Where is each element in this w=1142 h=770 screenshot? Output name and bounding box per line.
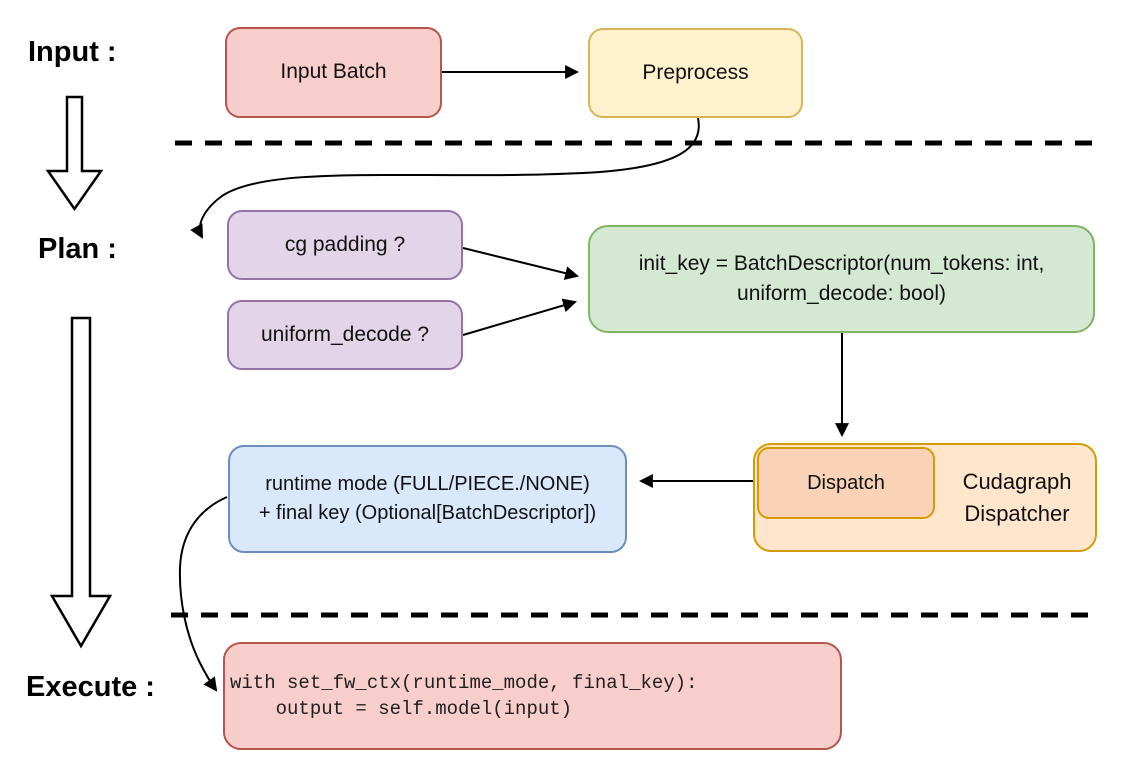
arrow-uniformdecode-to-initkey xyxy=(462,298,578,336)
execute-code-line1: with set_fw_ctx(runtime_mode, final_key)… xyxy=(230,672,698,694)
cudagraph-dispatcher-line2: Dispatcher xyxy=(964,500,1070,526)
execute-code-node: with set_fw_ctx(runtime_mode, final_key)… xyxy=(223,642,842,750)
cg-padding-node: cg padding ? xyxy=(227,210,463,280)
uniform-decode-node: uniform_decode ? xyxy=(227,300,463,370)
input-batch-node: Input Batch xyxy=(225,27,442,118)
curve-preprocess-to-cgpadding xyxy=(190,117,700,239)
runtime-mode-line1: runtime mode (FULL/PIECE./NONE) xyxy=(265,473,590,495)
init-key-line2: uniform_decode: bool) xyxy=(737,282,946,305)
runtime-mode-node: runtime mode (FULL/PIECE./NONE) + final … xyxy=(228,445,627,553)
cudagraph-dispatcher-label: Cudagraph Dispatcher xyxy=(937,445,1097,550)
dispatch-label: Dispatch xyxy=(807,471,885,494)
dispatch-node: Dispatch xyxy=(757,447,935,519)
input-batch-label: Input Batch xyxy=(280,60,387,84)
uniform-decode-label: uniform_decode ? xyxy=(260,322,430,346)
hollow-arrow-input-to-plan-icon xyxy=(45,95,104,212)
preprocess-node: Preprocess xyxy=(588,28,803,118)
cg-padding-label: cg padding ? xyxy=(284,232,406,256)
hollow-arrow-plan-to-execute-icon xyxy=(49,316,113,649)
execute-code-line2: output = self.model(input) xyxy=(230,698,573,720)
stage-label-input: Input : xyxy=(28,36,117,68)
stage-label-execute: Execute : xyxy=(26,671,155,703)
init-key-node: init_key = BatchDescriptor(num_tokens: i… xyxy=(588,225,1095,333)
curve-runtime-to-code xyxy=(178,496,228,692)
runtime-mode-line2: + final key (Optional[BatchDescriptor]) xyxy=(258,502,597,524)
cudagraph-dispatcher-line1: Cudagraph xyxy=(962,468,1072,494)
stage-label-plan: Plan : xyxy=(38,233,117,265)
init-key-line1: init_key = BatchDescriptor(num_tokens: i… xyxy=(638,251,1045,275)
arrow-cgpadding-to-initkey xyxy=(462,247,580,280)
preprocess-label: Preprocess xyxy=(642,60,749,84)
cudagraph-dispatcher-node: Dispatch Cudagraph Dispatcher xyxy=(753,443,1097,552)
